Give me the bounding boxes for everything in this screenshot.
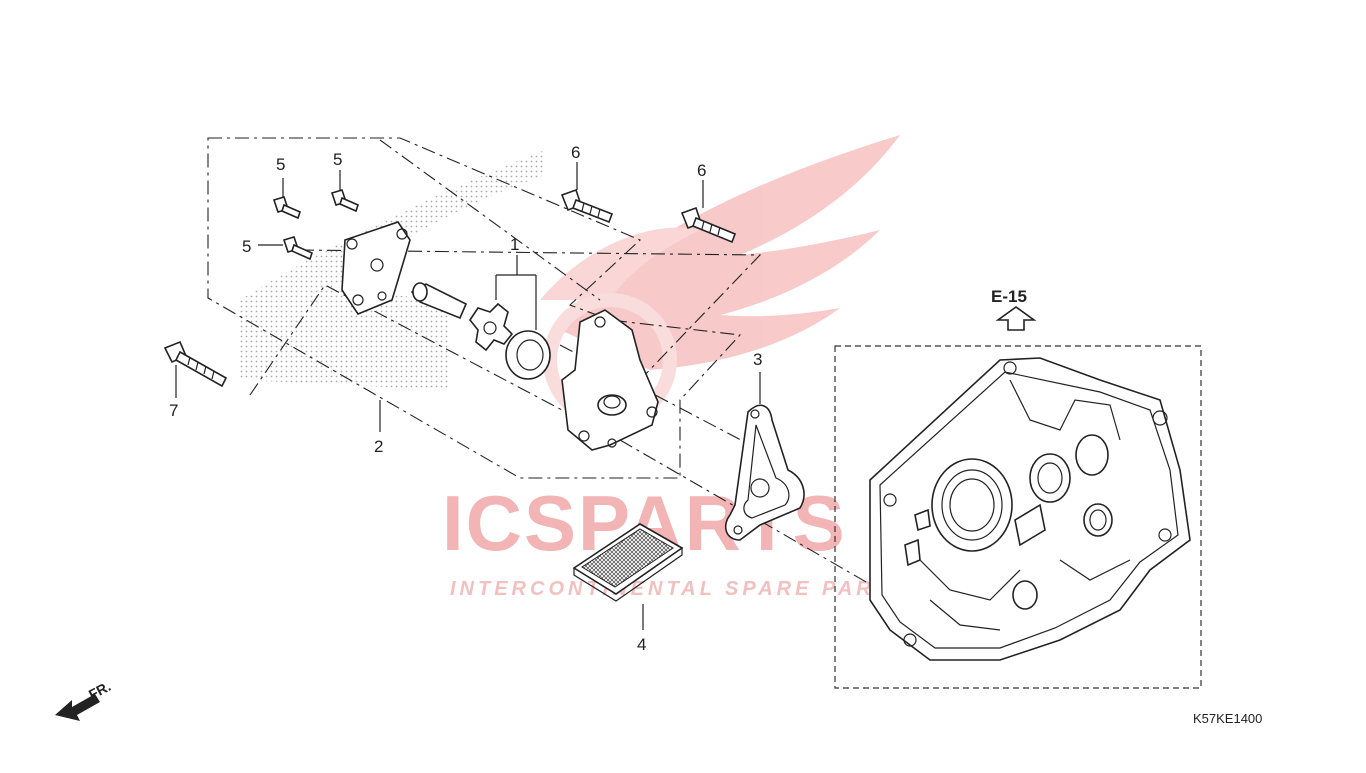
crankcase-drawing (869, 357, 1191, 661)
crankcase-reference-box (834, 345, 1202, 689)
callout-5b: 5 (333, 150, 342, 169)
screw-5-left (282, 236, 313, 261)
callout-5c: 5 (242, 237, 251, 256)
reference-up-arrow (995, 306, 1037, 331)
callout-2: 2 (374, 437, 383, 456)
callout-1: 1 (510, 235, 519, 254)
callout-7: 7 (169, 401, 178, 420)
screw-5-top (272, 196, 301, 220)
screw-5-mid (330, 189, 359, 213)
gasket-3 (724, 404, 805, 541)
watermark-dotted-wing (240, 150, 545, 390)
reference-label: E-15 (991, 287, 1027, 306)
pump-shaft (410, 282, 468, 320)
outer-rotor (505, 330, 551, 380)
diagram-code: K57KE1400 (1193, 711, 1262, 726)
oil-pump-body (561, 309, 659, 451)
callout-5a: 5 (276, 155, 285, 174)
callout-6b: 6 (697, 161, 706, 180)
callout-4: 4 (637, 635, 646, 654)
oil-strainer-4 (572, 523, 684, 602)
bolt-7 (163, 340, 228, 388)
leader-1-bracket (495, 255, 537, 330)
watermark-tagline-text: INTERCONTINENTAL SPARE PARTS (450, 578, 908, 600)
front-direction-arrow (55, 694, 100, 721)
callout-6a: 6 (571, 143, 580, 162)
bolt-6-left (560, 188, 614, 224)
inner-rotor (469, 302, 514, 352)
oil-pump-cover (341, 221, 411, 315)
bolt-6-right (680, 206, 737, 244)
callout-3: 3 (753, 350, 762, 369)
